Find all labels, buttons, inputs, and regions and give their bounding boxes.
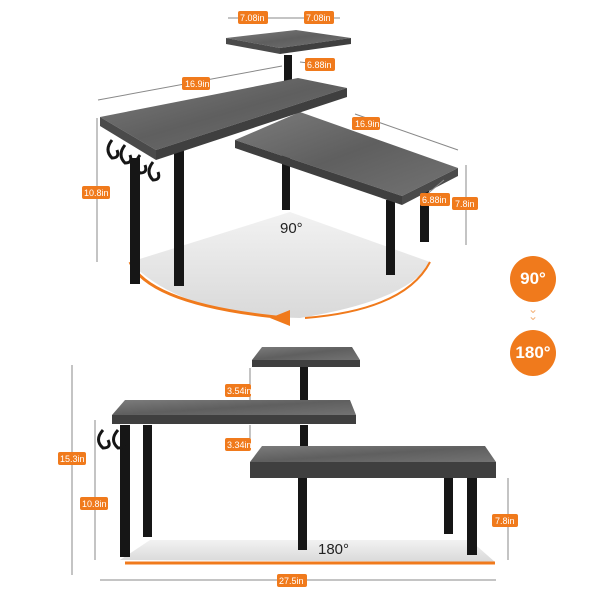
dim-total-height-180: 15.3in [60, 454, 85, 464]
floor-shadow-90 [130, 212, 430, 318]
dim-lower-height-90: 7.8in [455, 199, 475, 209]
right-shelf [235, 112, 458, 196]
left-shelf-edge-front [156, 88, 347, 160]
right-shelf-edge-side [402, 168, 458, 205]
dim-right-length: 16.9in [355, 119, 380, 129]
top-shelf-edge-2 [280, 38, 351, 54]
dim-left-height-180: 10.8in [82, 499, 107, 509]
chevron-down-icon: ⌄⌄ [527, 302, 539, 323]
dim-top-depth-side: 6.88in [307, 60, 332, 70]
top-shelf-180-edge [252, 360, 360, 367]
dims-90: 7.08in 7.08in 6.88in 16.9in 16.9in 6.88i… [82, 11, 478, 210]
leg [298, 470, 307, 550]
leg [386, 200, 395, 275]
center-post [284, 55, 292, 95]
middle-shelf-180 [112, 400, 356, 415]
hooks-180 [97, 428, 126, 450]
dim-right-height-180: 7.8in [495, 516, 515, 526]
middle-shelf-180-edge [112, 415, 356, 424]
post [300, 425, 308, 450]
leg [120, 425, 130, 557]
dim-top-width: 7.08in [240, 13, 265, 23]
badge-90: 90° [510, 256, 556, 302]
dim-total-width: 27.5in [279, 576, 304, 586]
top-shelf-180 [252, 347, 360, 360]
dimension-lines-180 [71, 365, 509, 581]
leg [282, 150, 290, 210]
dim-total-height-90: 10.8in [84, 188, 109, 198]
floor-shadow-180 [120, 540, 495, 562]
right-shelf-edge [235, 140, 402, 205]
dim-top-depth: 7.08in [306, 13, 331, 23]
left-shelf [100, 78, 347, 150]
top-shelf [226, 30, 351, 48]
angle-label-180: 180° [318, 541, 350, 558]
dim-right-depth: 6.88in [422, 195, 447, 205]
hooks-90 [106, 139, 161, 182]
top-view: 7.08in 7.08in 6.88in 16.9in 16.9in 6.88i… [82, 11, 478, 326]
leg [174, 150, 184, 286]
rotation-arc-right [304, 261, 431, 319]
dims-180: 3.54in 3.34in 15.3in 10.8in 7.8in 27.5in [58, 384, 518, 587]
leg [130, 158, 140, 284]
dim-left-length: 16.9in [185, 79, 210, 89]
angle-label-90: 90° [280, 220, 303, 237]
leg [420, 190, 429, 242]
leg [467, 478, 477, 555]
post [300, 365, 308, 405]
arc-arrow-head [270, 310, 290, 326]
dim-middle-gap: 3.34in [227, 440, 252, 450]
leg [143, 425, 152, 537]
top-shelf-edge [226, 38, 280, 54]
badge-180: 180° [510, 330, 556, 376]
lower-shelf-180 [250, 446, 496, 462]
bottom-view: 3.54in 3.34in 15.3in 10.8in 7.8in 27.5in [58, 347, 518, 587]
lower-shelf-180-edge [250, 462, 496, 478]
leg [444, 478, 453, 534]
dim-upper-gap: 3.54in [227, 386, 252, 396]
left-shelf-edge [100, 117, 156, 160]
